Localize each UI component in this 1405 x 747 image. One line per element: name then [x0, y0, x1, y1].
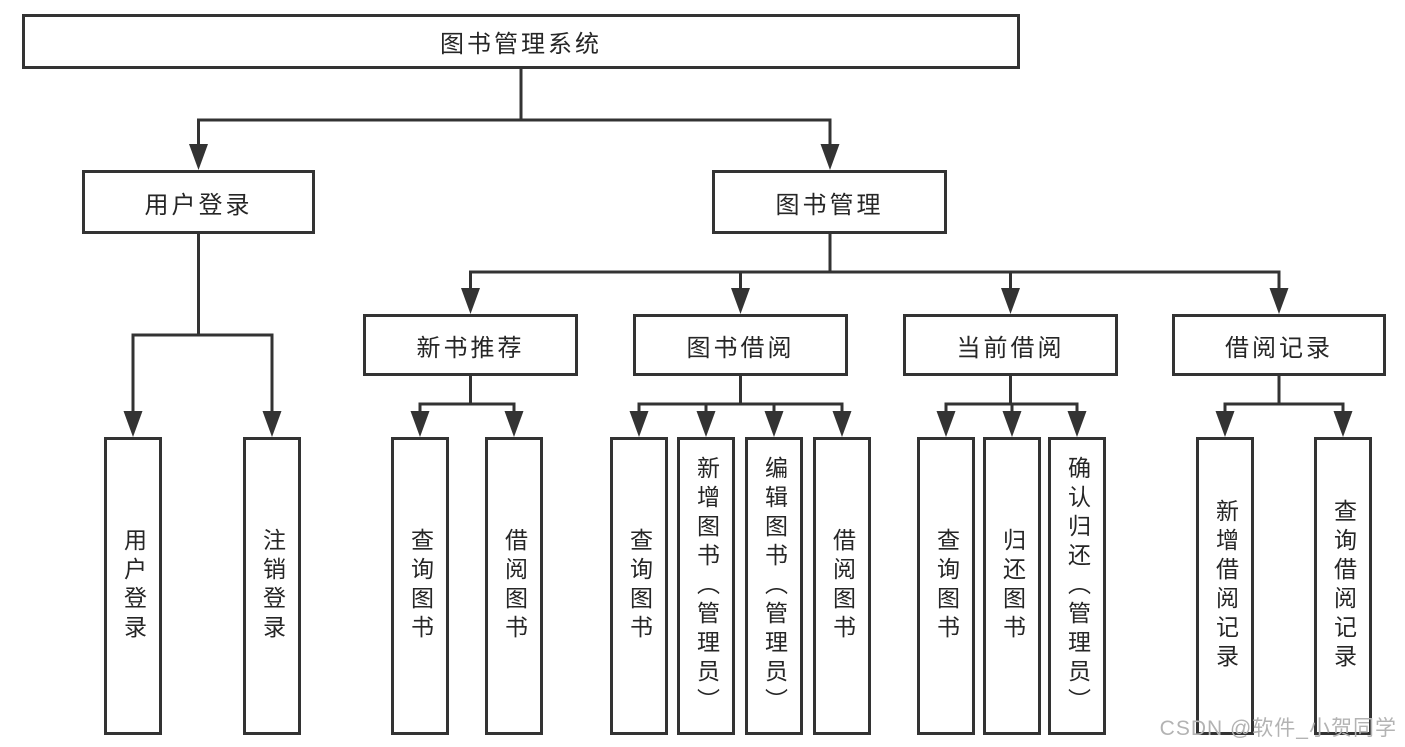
leaf-logout-label: 注销登录: [259, 528, 286, 644]
leaf-borrow-books-recommend: 借阅图书: [485, 437, 543, 735]
leaf-borrow-books-borrowing: 借阅图书: [813, 437, 871, 735]
leaf-logout: 注销登录: [243, 437, 301, 735]
node-new-book-recommend: 新书推荐: [363, 314, 578, 376]
node-library-system-label: 图书管理系统: [440, 31, 602, 58]
node-user-login: 用户登录: [82, 170, 315, 234]
leaf-add-borrow-record-label: 新增借阅记录: [1212, 499, 1239, 673]
leaf-add-books-admin: 新增图书（管理员）: [677, 437, 735, 735]
leaf-query-books-current-label: 查询图书: [933, 528, 960, 644]
node-library-system: 图书管理系统: [22, 14, 1020, 69]
node-user-login-label: 用户登录: [144, 191, 253, 219]
node-borrowing-records-label: 借阅记录: [1225, 334, 1333, 362]
leaf-query-books-borrowing: 查询图书: [610, 437, 668, 735]
leaf-query-books-recommend: 查询图书: [391, 437, 449, 735]
leaf-query-borrow-record-label: 查询借阅记录: [1330, 499, 1357, 673]
node-book-borrowing: 图书借阅: [633, 314, 848, 376]
leaf-add-borrow-record: 新增借阅记录: [1196, 437, 1254, 735]
leaf-edit-books-admin: 编辑图书（管理员）: [745, 437, 803, 735]
node-current-borrowing: 当前借阅: [903, 314, 1118, 376]
node-new-book-recommend-label: 新书推荐: [416, 334, 525, 362]
leaf-add-books-admin-label: 新增图书（管理员）: [693, 455, 720, 717]
leaf-query-books-current: 查询图书: [917, 437, 975, 735]
leaf-user-login-label: 用户登录: [120, 528, 147, 644]
node-borrowing-records: 借阅记录: [1172, 314, 1386, 376]
leaf-return-books: 归还图书: [983, 437, 1041, 735]
leaf-edit-books-admin-label: 编辑图书（管理员）: [761, 455, 788, 717]
leaf-confirm-return-admin-label: 确认归还（管理员）: [1064, 455, 1091, 717]
node-book-borrowing-label: 图书借阅: [686, 334, 795, 362]
watermark: CSDN @软件_小贺同学: [1159, 717, 1397, 740]
leaf-return-books-label: 归还图书: [999, 528, 1026, 644]
leaf-query-books-borrowing-label: 查询图书: [626, 528, 653, 644]
leaf-confirm-return-admin: 确认归还（管理员）: [1048, 437, 1106, 735]
leaf-user-login: 用户登录: [104, 437, 162, 735]
leaf-borrow-books-borrowing-label: 借阅图书: [829, 528, 856, 644]
leaf-query-books-recommend-label: 查询图书: [407, 528, 434, 644]
node-current-borrowing-label: 当前借阅: [956, 334, 1065, 362]
node-book-management: 图书管理: [712, 170, 947, 234]
leaf-borrow-books-recommend-label: 借阅图书: [501, 528, 528, 644]
node-book-management-label: 图书管理: [775, 191, 884, 219]
leaf-query-borrow-record: 查询借阅记录: [1314, 437, 1372, 735]
